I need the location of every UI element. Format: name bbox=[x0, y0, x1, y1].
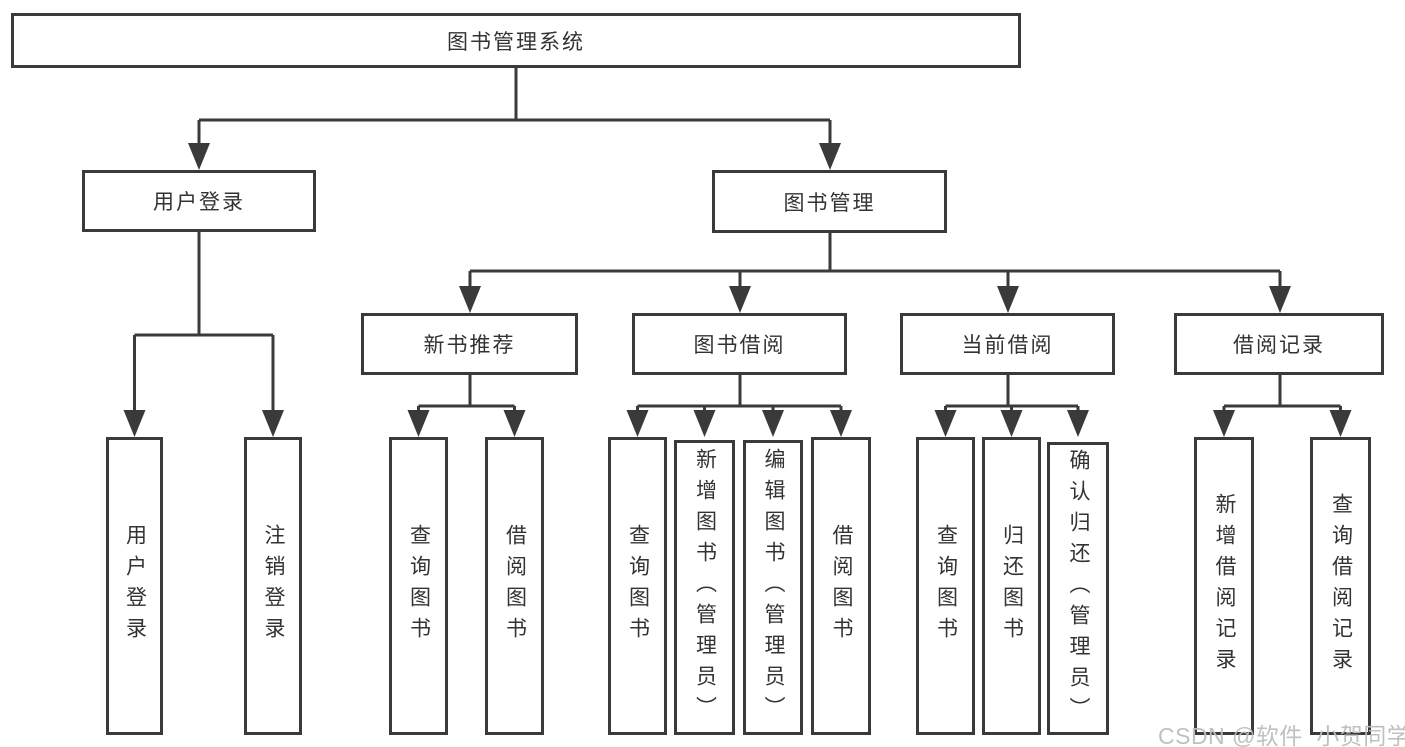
leaf-label: 新增借阅记录 bbox=[1213, 493, 1236, 679]
leaf-label: 查询图书 bbox=[934, 524, 958, 648]
leaf-query-books-recommend: 查询图书 bbox=[389, 437, 448, 735]
node-book-management: 图书管理 bbox=[712, 170, 947, 233]
leaf-confirm-return-admin: 确认归还（管理员） bbox=[1047, 442, 1109, 735]
leaf-borrow-books-borrowing: 借阅图书 bbox=[811, 437, 871, 735]
connector-newbook-to-leaves bbox=[417, 375, 516, 412]
leaf-label: 新增图书（管理员） bbox=[693, 448, 717, 727]
leaf-query-books-current: 查询图书 bbox=[916, 437, 975, 735]
node-user-login: 用户登录 bbox=[82, 170, 316, 232]
leaf-edit-book-admin: 编辑图书（管理员） bbox=[743, 440, 803, 735]
leaf-return-book: 归还图书 bbox=[982, 437, 1041, 735]
leaf-borrow-books-recommend: 借阅图书 bbox=[485, 437, 544, 735]
connector-borrowrecords-to-leaves bbox=[1222, 375, 1342, 412]
leaf-label: 借阅图书 bbox=[830, 524, 853, 648]
leaf-label: 归还图书 bbox=[1000, 524, 1024, 648]
node-borrowing-records: 借阅记录 bbox=[1174, 313, 1384, 375]
leaf-add-borrow-record: 新增借阅记录 bbox=[1194, 437, 1254, 735]
csdn-watermark: CSDN @软件_小贺同学 bbox=[1158, 723, 1405, 747]
leaf-label: 查询借阅记录 bbox=[1329, 493, 1353, 679]
arrowheads bbox=[123, 143, 1352, 437]
connector-root-to-level2 bbox=[197, 68, 832, 146]
leaf-label: 查询图书 bbox=[626, 524, 650, 648]
leaf-label: 用户登录 bbox=[123, 524, 147, 648]
leaf-label: 确认归还（管理员） bbox=[1067, 449, 1090, 728]
leaf-label: 借阅图书 bbox=[503, 524, 527, 648]
connector-bookborrow-to-leaves bbox=[636, 375, 843, 412]
leaf-logout: 注销登录 bbox=[244, 437, 302, 735]
node-book-borrowing: 图书借阅 bbox=[632, 313, 847, 375]
connector-currentborrow-to-leaves bbox=[944, 375, 1080, 412]
node-new-book-recommendation: 新书推荐 bbox=[361, 313, 578, 375]
connector-bookmgmt-to-level3 bbox=[468, 233, 1282, 289]
leaf-label: 编辑图书（管理员） bbox=[762, 448, 785, 727]
node-current-borrowing: 当前借阅 bbox=[900, 313, 1115, 375]
leaf-query-books-borrowing: 查询图书 bbox=[608, 437, 667, 735]
node-library-management-system: 图书管理系统 bbox=[11, 13, 1021, 68]
leaf-add-book-admin: 新增图书（管理员） bbox=[674, 440, 735, 735]
leaf-user-login: 用户登录 bbox=[106, 437, 163, 735]
leaf-query-borrow-record: 查询借阅记录 bbox=[1310, 437, 1371, 735]
connector-userlogin-to-leaves bbox=[133, 232, 275, 412]
leaf-label: 查询图书 bbox=[407, 524, 431, 648]
leaf-label: 注销登录 bbox=[262, 524, 285, 648]
